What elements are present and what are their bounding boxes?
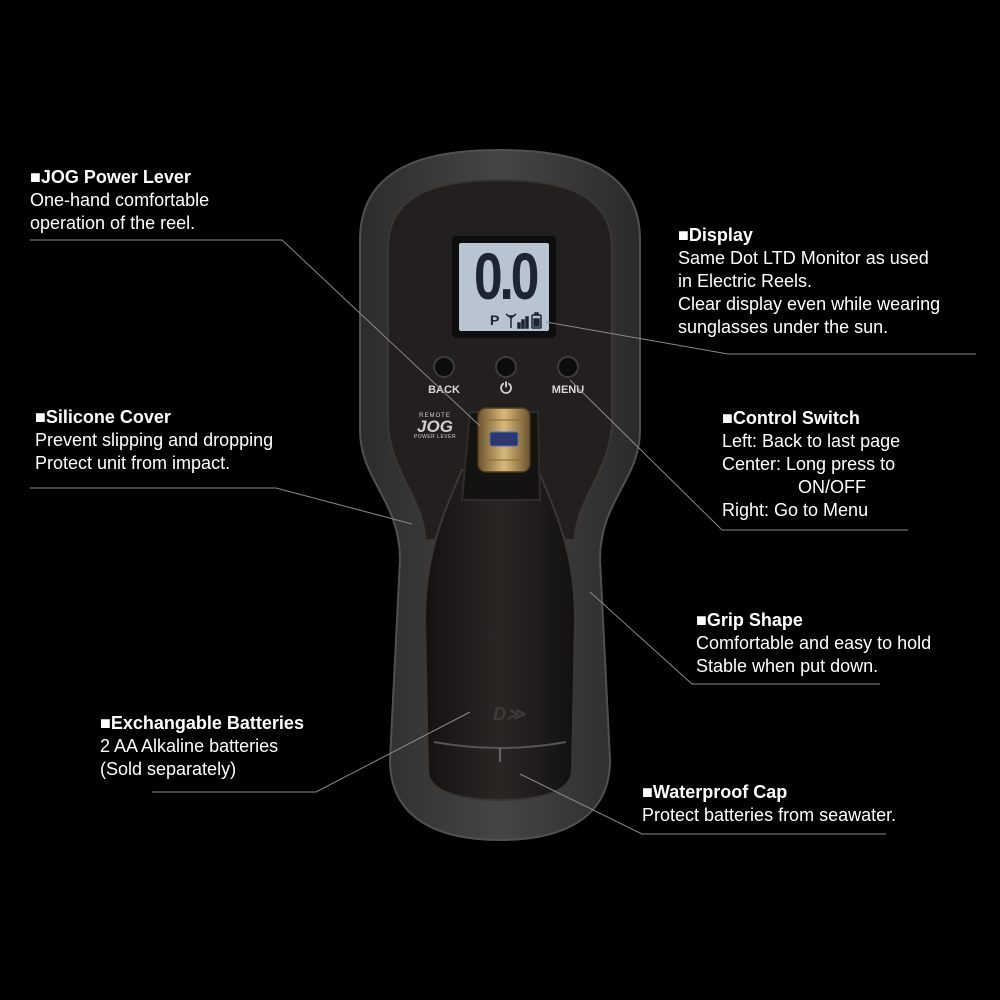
callout-line: Right: Go to Menu bbox=[722, 500, 869, 520]
callout-line: Center: Long press to bbox=[722, 454, 896, 474]
leader-silicone-cover bbox=[30, 487, 413, 525]
callout-title: ■Display bbox=[678, 225, 753, 245]
power-button-shape bbox=[495, 356, 517, 378]
callout-line: ON/OFF bbox=[798, 477, 866, 497]
leader-batteries bbox=[152, 711, 471, 793]
callout-line: 2 AA Alkaline batteries bbox=[100, 736, 279, 756]
leader-jog-lever bbox=[30, 239, 481, 427]
logo-power-lever: POWER LEVER bbox=[413, 434, 457, 440]
callout-line: Protect batteries from seawater. bbox=[642, 805, 897, 825]
menu-button[interactable]: MENU bbox=[551, 384, 585, 396]
grip-body bbox=[423, 469, 577, 802]
menu-button-shape bbox=[557, 356, 579, 378]
callout-line: Stable when put down. bbox=[696, 656, 879, 676]
lcd-status-icons bbox=[505, 312, 542, 329]
leader-display bbox=[545, 321, 976, 355]
callout-line: (Sold separately) bbox=[100, 759, 237, 779]
callout-line: One-hand comfortable bbox=[30, 190, 210, 210]
lcd-reading: 0.0 bbox=[474, 239, 539, 313]
brand-mark: D≫ bbox=[493, 704, 525, 724]
callout-waterproof-cap: ■Waterproof Cap Protect batteries from s… bbox=[642, 781, 896, 827]
logo-jog: JOG bbox=[417, 417, 453, 436]
lcd-status-p: P bbox=[490, 312, 500, 328]
callout-jog-power-lever: ■JOG Power Lever One-hand comfortable op… bbox=[30, 166, 209, 235]
callout-line: Prevent slipping and dropping bbox=[35, 430, 274, 450]
callout-line: operation of the reel. bbox=[30, 213, 196, 233]
callout-control-switch: ■Control Switch Left: Back to last page … bbox=[722, 407, 900, 522]
callout-line: Same Dot LTD Monitor as used bbox=[678, 248, 929, 268]
back-button-shape bbox=[433, 356, 455, 378]
callout-line: Comfortable and easy to hold bbox=[696, 633, 932, 653]
remote-jog-logo: REMOTE JOG POWER LEVER bbox=[410, 413, 460, 440]
callout-silicone-cover: ■Silicone Cover Prevent slipping and dro… bbox=[35, 406, 273, 475]
callout-title: ■Control Switch bbox=[722, 408, 860, 428]
lcd-screen bbox=[459, 243, 549, 331]
leader-control-switch bbox=[569, 379, 908, 531]
callout-line: in Electric Reels. bbox=[678, 271, 813, 291]
callout-title: ■Grip Shape bbox=[696, 610, 803, 630]
leader-waterproof-cap bbox=[519, 773, 886, 835]
callout-line: Clear display even while wearing bbox=[678, 294, 941, 314]
callout-grip-shape: ■Grip Shape Comfortable and easy to hold… bbox=[696, 609, 931, 678]
callout-title: ■Exchangable Batteries bbox=[100, 713, 304, 733]
callout-display: ■Display Same Dot LTD Monitor as used in… bbox=[678, 224, 940, 339]
callout-title: ■JOG Power Lever bbox=[30, 167, 191, 187]
callout-line: Protect unit from impact. bbox=[35, 453, 231, 473]
leader-grip-shape bbox=[589, 591, 880, 685]
callout-title: ■Silicone Cover bbox=[35, 407, 171, 427]
callout-line: sunglasses under the sun. bbox=[678, 317, 889, 337]
callout-line: Left: Back to last page bbox=[722, 431, 901, 451]
back-button[interactable]: BACK bbox=[428, 384, 460, 396]
power-button[interactable]: ⏻ bbox=[500, 380, 512, 397]
callout-title: ■Waterproof Cap bbox=[642, 782, 788, 802]
logo-remote: REMOTE bbox=[419, 413, 451, 419]
callout-exchangable-batteries: ■Exchangable Batteries 2 AA Alkaline bat… bbox=[100, 712, 304, 781]
